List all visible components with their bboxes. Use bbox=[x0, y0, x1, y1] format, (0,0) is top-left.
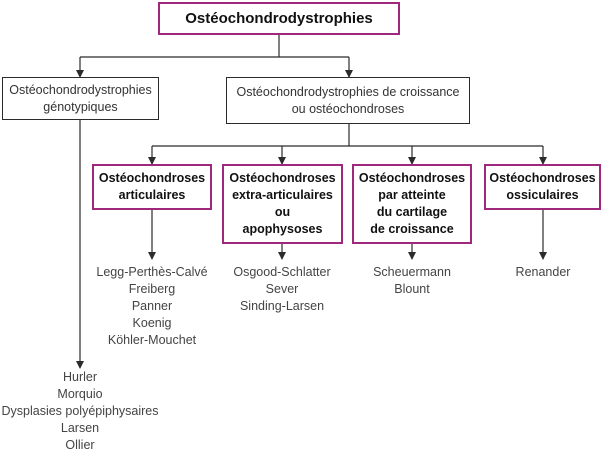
list-articulaires: Legg-Perthès-Calvé Freiberg Panner Koeni… bbox=[82, 264, 222, 349]
list-item: Panner bbox=[131, 299, 173, 313]
category-ossiculaires: Ostéochondroses ossiculaires bbox=[484, 164, 601, 210]
list-item: Scheuermann bbox=[373, 265, 451, 279]
category-extra-articulaires: Ostéochondroses extra-articulaires ou ap… bbox=[222, 164, 343, 244]
list-item: Blount bbox=[394, 282, 430, 296]
list-item: Sever bbox=[265, 282, 299, 296]
list-item: Larsen bbox=[60, 421, 100, 435]
node-growth-label: Ostéochondrodystrophies de croissance ou… bbox=[236, 84, 460, 116]
root-title: Ostéochondrodystrophies bbox=[185, 10, 373, 27]
list-item: Freiberg bbox=[128, 282, 176, 296]
root-node: Ostéochondrodystrophies bbox=[158, 2, 400, 35]
list-item: Koenig bbox=[132, 316, 172, 330]
category-ossiculaires-label: Ostéochondroses ossiculaires bbox=[489, 171, 596, 202]
category-cartilage: Ostéochondroses par atteinte du cartilag… bbox=[352, 164, 472, 244]
list-ossiculaires: Renander bbox=[483, 264, 603, 281]
category-extra-articulaires-label: Ostéochondroses extra-articulaires ou ap… bbox=[229, 171, 336, 236]
list-item: Legg-Perthès-Calvé bbox=[96, 265, 208, 279]
category-articulaires-label: Ostéochondroses articulaires bbox=[98, 171, 206, 202]
list-item: Morquio bbox=[57, 387, 103, 401]
list-cartilage: Scheuermann Blount bbox=[347, 264, 477, 298]
list-item: Renander bbox=[515, 265, 571, 279]
list-item: Sinding-Larsen bbox=[239, 299, 325, 313]
list-item: Dysplasies polyépiphysaires bbox=[1, 404, 159, 418]
list-item: Osgood-Schlatter bbox=[233, 265, 331, 279]
list-extra-articulaires: Osgood-Schlatter Sever Sinding-Larsen bbox=[212, 264, 352, 315]
list-item: Ollier bbox=[65, 438, 95, 452]
list-genotypic: Hurler Morquio Dysplasies polyépiphysair… bbox=[0, 369, 160, 454]
category-cartilage-label: Ostéochondroses par atteinte du cartilag… bbox=[358, 171, 466, 236]
node-growth: Ostéochondrodystrophies de croissance ou… bbox=[226, 77, 470, 124]
category-articulaires: Ostéochondroses articulaires bbox=[92, 164, 212, 210]
list-item: Hurler bbox=[62, 370, 98, 384]
node-genotypic-label: Ostéochondrodystrophies génotypiques bbox=[9, 82, 152, 114]
list-item: Köhler-Mouchet bbox=[107, 333, 197, 347]
node-genotypic: Ostéochondrodystrophies génotypiques bbox=[2, 77, 159, 120]
